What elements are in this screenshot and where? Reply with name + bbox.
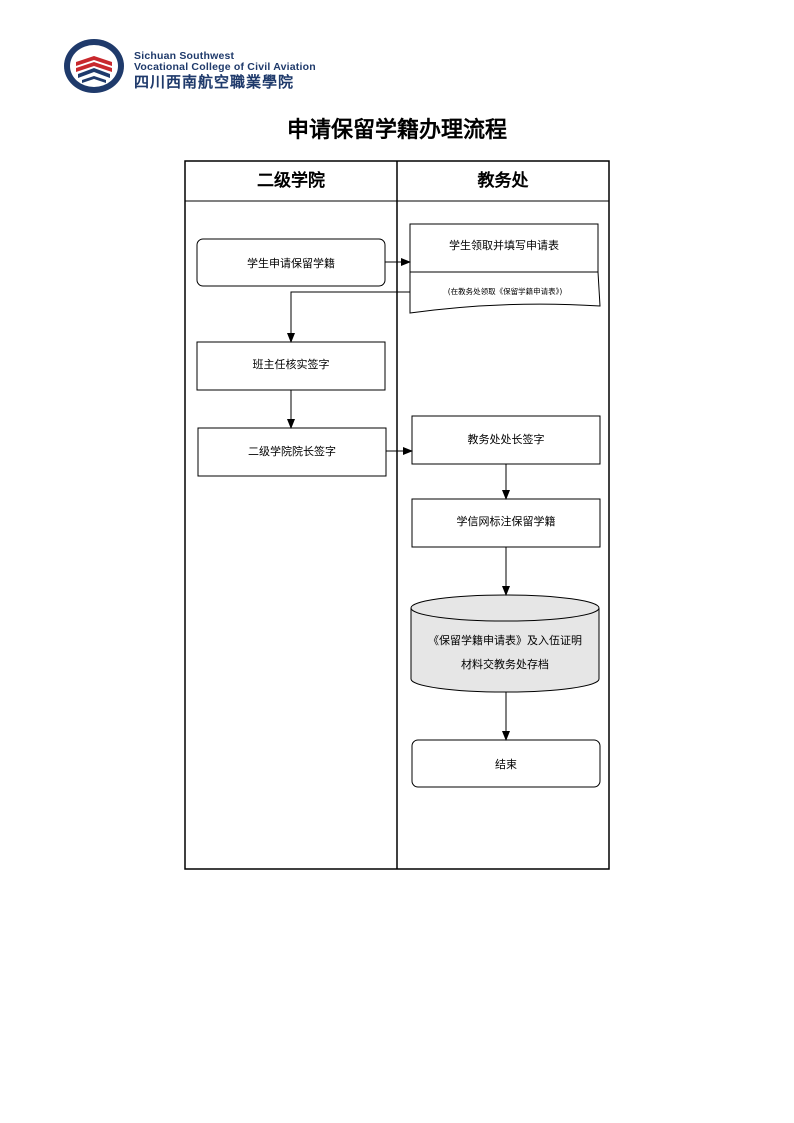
node-teacher-sign bbox=[196, 341, 386, 391]
label-teacher-sign: 班主任核实签字 bbox=[252, 358, 330, 371]
college-logo bbox=[62, 36, 352, 96]
node-office-head-sign bbox=[411, 415, 601, 465]
label-collect-form-note: (在教务处领取《保留学籍申请表》) bbox=[447, 286, 563, 296]
document-title: 申请保留学籍办理流程 bbox=[286, 117, 507, 143]
label-student-apply: 学生申请保留学籍 bbox=[247, 256, 335, 270]
node-collect-form-document bbox=[409, 271, 601, 314]
node-archive-cylinder bbox=[410, 594, 600, 693]
label-archive-line1: 《保留学籍申请表》及入伍证明 bbox=[428, 634, 582, 647]
lane-header-academic-office: 教务处 bbox=[477, 171, 529, 191]
arrow-form-to-teacher bbox=[287, 291, 410, 343]
label-end: 结束 bbox=[495, 757, 517, 771]
label-dean-sign: 二级学院院长签字 bbox=[248, 445, 336, 458]
college-emblem-icon bbox=[64, 39, 124, 93]
logo-name-cn: 四川西南航空職業學院 bbox=[134, 73, 295, 91]
node-collect-form bbox=[409, 223, 599, 273]
node-dean-sign bbox=[197, 427, 387, 477]
lane-header-college: 二级学院 bbox=[257, 171, 325, 191]
logo-name-en-line1: Sichuan Southwest bbox=[134, 50, 235, 62]
logo-name-en-line2: Vocational College of Civil Aviation bbox=[134, 61, 316, 73]
label-archive-line2: 材料交教务处存档 bbox=[461, 658, 549, 671]
label-collect-form: 学生领取并填写申请表 bbox=[449, 239, 559, 252]
label-office-head-sign: 教务处处长签字 bbox=[467, 433, 545, 446]
label-chsi-mark: 学信网标注保留学籍 bbox=[456, 515, 556, 528]
